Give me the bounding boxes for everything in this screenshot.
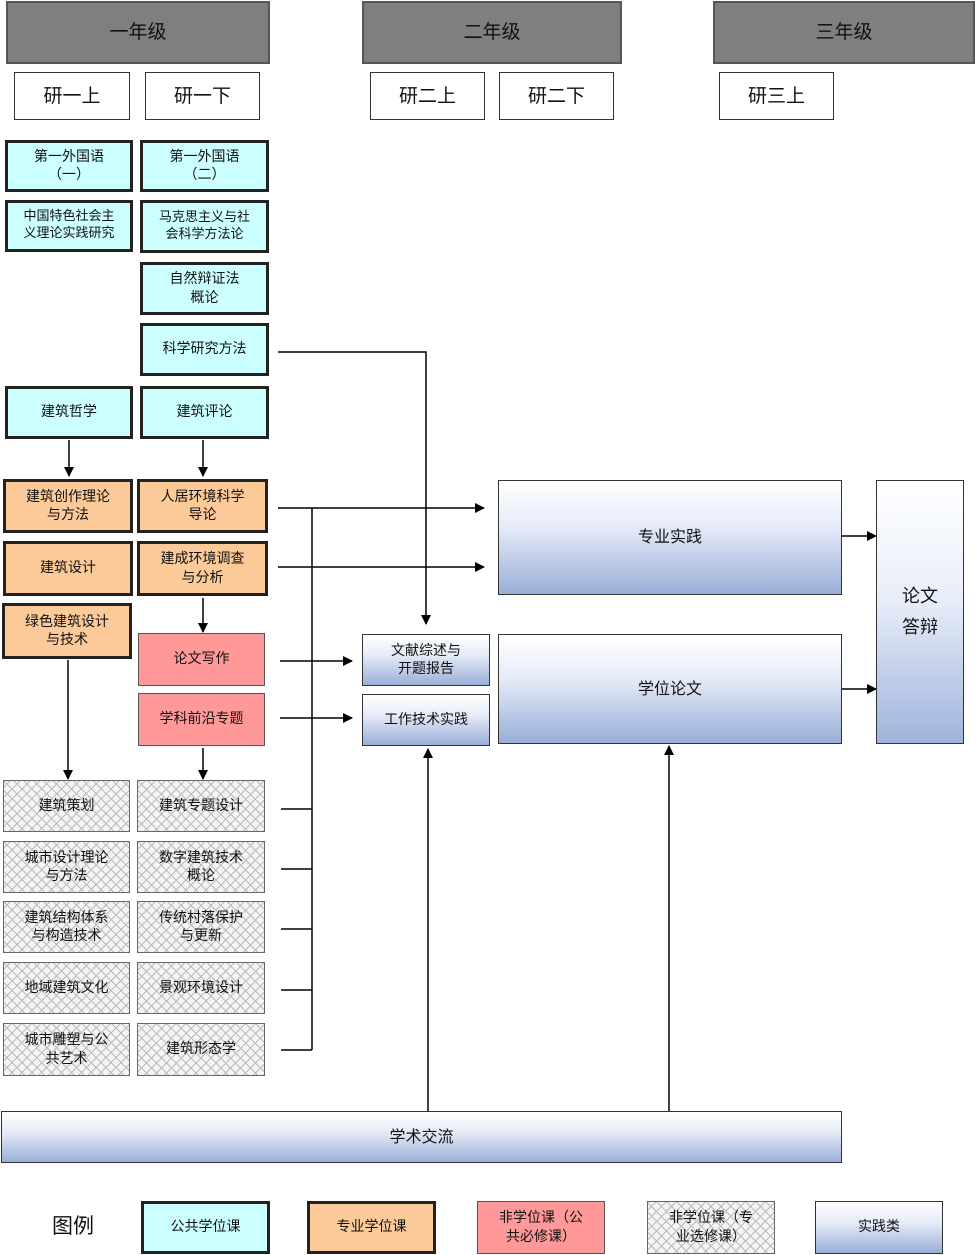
semester-1-2: 研一下 (145, 72, 260, 120)
semester-2-2: 研二下 (499, 72, 614, 120)
course-thesis-writing: 论文写作 (138, 633, 265, 686)
course-built-environment-survey: 建成环境调查 与分析 (137, 541, 268, 596)
course-architecture-design: 建筑设计 (3, 541, 133, 596)
legend-professional-degree: 专业学位课 (307, 1201, 436, 1254)
course-habitat-science: 人居环境科学 导论 (137, 479, 268, 533)
practice-academic-exchange: 学术交流 (1, 1111, 842, 1163)
semester-2-1: 研二上 (370, 72, 485, 120)
course-foreign-language-2: 第一外国语 （二） (140, 140, 269, 192)
course-regional-culture: 地域建筑文化 (3, 962, 130, 1014)
practice-professional: 专业实践 (498, 480, 842, 595)
practice-thesis-defense: 论文 答辩 (876, 480, 964, 744)
practice-degree-thesis: 学位论文 (498, 634, 842, 744)
course-frontier-topics: 学科前沿专题 (138, 693, 265, 746)
course-natural-dialectics: 自然辩证法 概论 (140, 262, 269, 315)
course-structure-system: 建筑结构体系 与构造技术 (3, 901, 130, 953)
semester-1-1: 研一上 (14, 72, 130, 120)
semester-3-1: 研三上 (719, 72, 834, 120)
course-landscape-design: 景观环境设计 (137, 962, 265, 1014)
year-header-3: 三年级 (713, 1, 975, 64)
course-creation-theory: 建筑创作理论 与方法 (3, 479, 133, 533)
course-architecture-criticism: 建筑评论 (140, 386, 269, 439)
course-architecture-philosophy: 建筑哲学 (5, 386, 133, 439)
course-topic-design: 建筑专题设计 (137, 780, 265, 832)
year-header-2: 二年级 (362, 1, 622, 64)
course-urban-design-theory: 城市设计理论 与方法 (3, 841, 130, 893)
course-digital-architecture: 数字建筑技术 概论 (137, 841, 265, 893)
year-header-1: 一年级 (6, 1, 270, 64)
course-marxism-methodology: 马克思主义与社 会科学方法论 (140, 200, 269, 253)
legend-public-degree: 公共学位课 (141, 1201, 270, 1254)
course-research-methods: 科学研究方法 (140, 323, 269, 376)
course-foreign-language-1: 第一外国语 （一） (5, 140, 133, 192)
practice-literature-review: 文献综述与 开题报告 (362, 634, 490, 686)
legend-practice: 实践类 (815, 1201, 943, 1254)
legend-nondegree-elective: 非学位课（专 业选修课） (647, 1201, 775, 1254)
practice-work-technique: 工作技术实践 (362, 694, 490, 746)
course-green-building: 绿色建筑设计 与技术 (2, 603, 132, 659)
course-urban-sculpture: 城市雕塑与公 共艺术 (3, 1023, 130, 1076)
course-architectural-morphology: 建筑形态学 (137, 1023, 265, 1076)
course-socialism-theory: 中国特色社会主 义理论实践研究 (5, 200, 133, 252)
course-architectural-planning: 建筑策划 (3, 780, 130, 832)
legend-nondegree-public: 非学位课（公 共必修课） (477, 1201, 605, 1254)
course-village-preservation: 传统村落保护 与更新 (137, 901, 265, 953)
legend-title: 图例 (52, 1214, 94, 1238)
